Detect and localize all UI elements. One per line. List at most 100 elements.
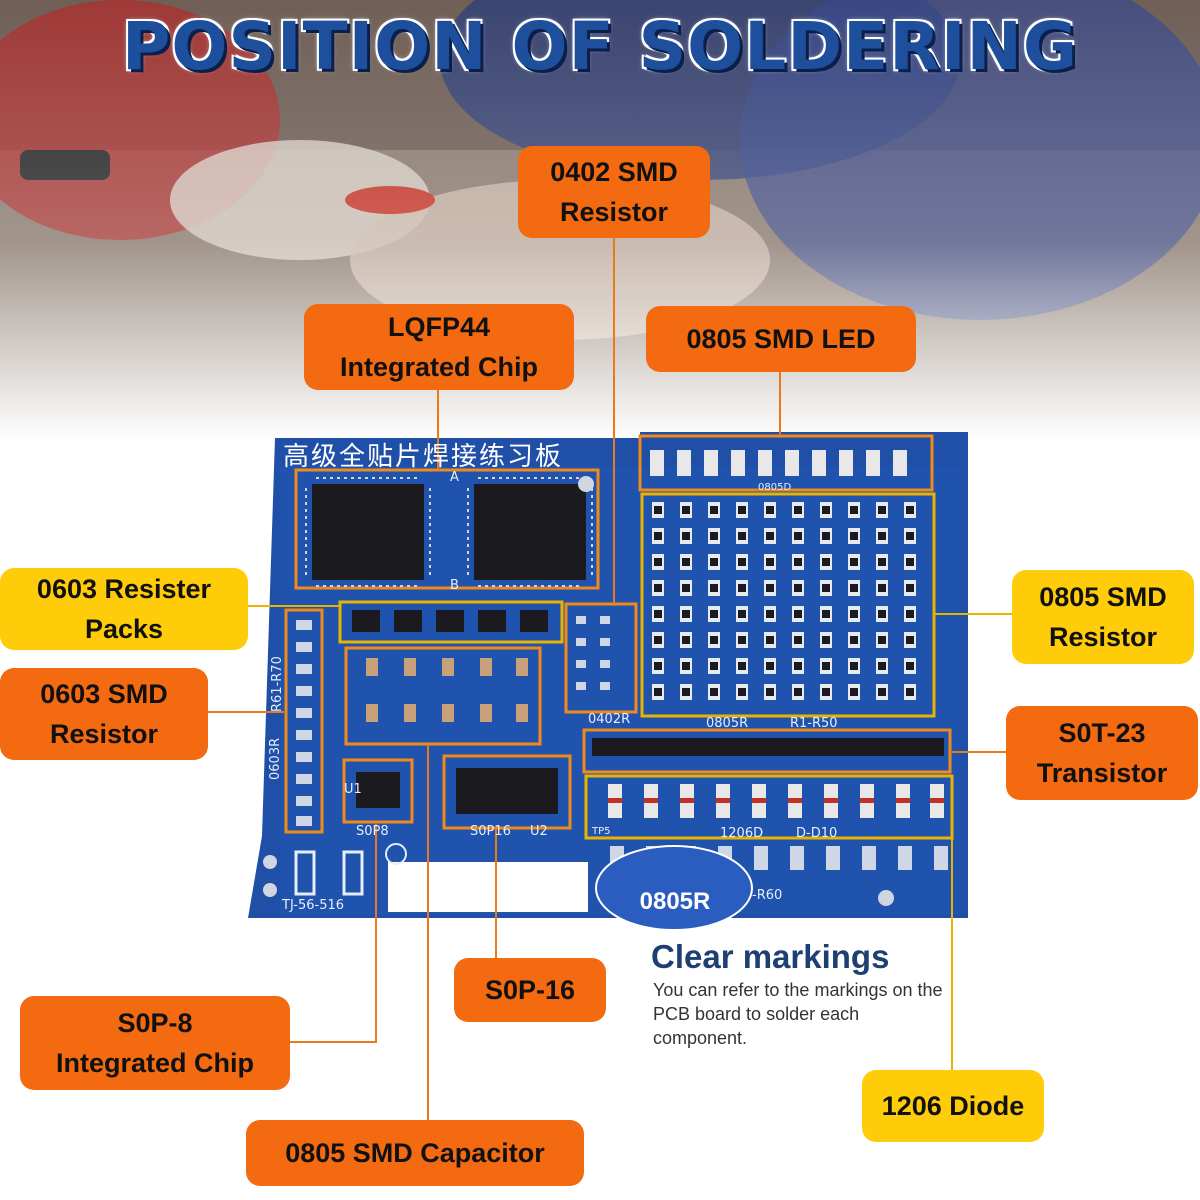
resistor-body bbox=[878, 532, 886, 540]
resistor-body bbox=[710, 662, 718, 670]
resistor-body bbox=[794, 532, 802, 540]
pcb-heading: 高级全贴片焊接练习板 bbox=[283, 442, 564, 472]
resistor-body bbox=[710, 506, 718, 514]
resistor-body bbox=[850, 532, 858, 540]
silk-d-d10: D-D10 bbox=[796, 826, 838, 841]
lqfp44-highlight bbox=[294, 468, 600, 590]
resistor-body bbox=[738, 532, 746, 540]
resistor-body bbox=[878, 506, 886, 514]
resistor-body bbox=[682, 688, 690, 696]
label-sop8: S0P-8 Integrated Chip bbox=[20, 996, 290, 1090]
resistor-body bbox=[682, 532, 690, 540]
resistor-body bbox=[878, 584, 886, 592]
resistor-body bbox=[906, 506, 914, 514]
silk-board-id: TJ-56-516 bbox=[282, 898, 345, 913]
resistor-body bbox=[682, 636, 690, 644]
resister-packs-highlight bbox=[338, 600, 564, 644]
silk-r61-r70: R61-R70 bbox=[270, 656, 285, 712]
label-sot23: S0T-23 Transistor bbox=[1006, 706, 1198, 800]
resistor-0402-highlight bbox=[564, 602, 638, 714]
resistor-body bbox=[766, 558, 774, 566]
resistor-body bbox=[822, 558, 830, 566]
resistor-body bbox=[766, 584, 774, 592]
resistor-body bbox=[794, 610, 802, 618]
resistor-body bbox=[710, 584, 718, 592]
resistor-body bbox=[682, 584, 690, 592]
resistor-body bbox=[850, 506, 858, 514]
page-title: POSITION OF SOLDERING bbox=[122, 8, 1078, 85]
resistor-body bbox=[766, 532, 774, 540]
resistor-body bbox=[878, 662, 886, 670]
resistor-body bbox=[906, 558, 914, 566]
resistor-body bbox=[906, 532, 914, 540]
label-sop16: S0P-16 bbox=[454, 958, 606, 1022]
resistor-body bbox=[710, 532, 718, 540]
resistor-0805-grid bbox=[652, 502, 916, 700]
resistor-body bbox=[906, 610, 914, 618]
resistor-body bbox=[850, 584, 858, 592]
resistor-body bbox=[766, 688, 774, 696]
resistor-body bbox=[654, 610, 662, 618]
resistor-body bbox=[710, 688, 718, 696]
callout-body: You can refer to the markings on the PCB… bbox=[653, 980, 943, 1048]
resistor-body bbox=[738, 662, 746, 670]
resistor-body bbox=[682, 610, 690, 618]
resistor-body bbox=[822, 506, 830, 514]
label-resister-packs-0603: 0603 Resister Packs bbox=[0, 568, 248, 650]
resistor-body bbox=[822, 688, 830, 696]
resistor-body bbox=[906, 584, 914, 592]
resistor-body bbox=[738, 688, 746, 696]
resistor-body bbox=[738, 506, 746, 514]
led-0805-highlight bbox=[638, 434, 934, 492]
resistor-body bbox=[794, 662, 802, 670]
resistor-body bbox=[682, 662, 690, 670]
silk-b: B bbox=[450, 578, 459, 593]
silk-sop8: S0P8 bbox=[356, 824, 389, 839]
resistor-body bbox=[850, 610, 858, 618]
resistor-0805-highlight bbox=[640, 492, 936, 718]
resistor-body bbox=[822, 610, 830, 618]
label-led-0805: 0805 SMD LED bbox=[646, 306, 916, 372]
silk-r1-r50: R1-R50 bbox=[790, 716, 838, 731]
sop8-highlight bbox=[342, 758, 414, 824]
resistor-body bbox=[654, 688, 662, 696]
capacitor-0805-highlight bbox=[344, 646, 542, 746]
resistor-0603-highlight bbox=[284, 608, 324, 834]
resistor-body bbox=[850, 688, 858, 696]
silk-r60: -R60 bbox=[752, 888, 783, 903]
label-resistor-0603: 0603 SMD Resistor bbox=[0, 668, 208, 760]
silk-0402r: 0402R bbox=[588, 712, 631, 727]
resistor-body bbox=[738, 584, 746, 592]
resistor-body bbox=[794, 584, 802, 592]
silk-u1: U1 bbox=[344, 782, 362, 797]
resistor-body bbox=[906, 636, 914, 644]
resistor-body bbox=[738, 636, 746, 644]
magnifier-text: 0805R bbox=[639, 888, 711, 915]
silk-tp5: TP5 bbox=[592, 826, 611, 837]
resistor-body bbox=[822, 532, 830, 540]
resistor-body bbox=[850, 636, 858, 644]
silk-0805r: 0805R bbox=[706, 716, 749, 731]
resistor-body bbox=[738, 558, 746, 566]
resistor-body bbox=[906, 662, 914, 670]
magnifier-bubble bbox=[595, 845, 753, 931]
resistor-body bbox=[682, 506, 690, 514]
diode-1206-highlight bbox=[584, 774, 954, 840]
resistor-body bbox=[794, 506, 802, 514]
resistor-body bbox=[654, 584, 662, 592]
resistor-body bbox=[794, 688, 802, 696]
leader-lines bbox=[208, 238, 1006, 1120]
sop16-highlight bbox=[442, 754, 572, 830]
resistor-body bbox=[906, 688, 914, 696]
silk-1206d: 1206D bbox=[720, 826, 764, 841]
label-lqfp44: LQFP44 Integrated Chip bbox=[304, 304, 574, 390]
resistor-body bbox=[654, 506, 662, 514]
silk-0603r: 0603R bbox=[268, 737, 283, 780]
resistor-body bbox=[682, 558, 690, 566]
silk-sop16: S0P16 bbox=[470, 824, 511, 839]
label-resistor-0402: 0402 SMD Resistor bbox=[518, 146, 710, 238]
resistor-body bbox=[822, 584, 830, 592]
resistor-body bbox=[766, 610, 774, 618]
resistor-body bbox=[850, 558, 858, 566]
